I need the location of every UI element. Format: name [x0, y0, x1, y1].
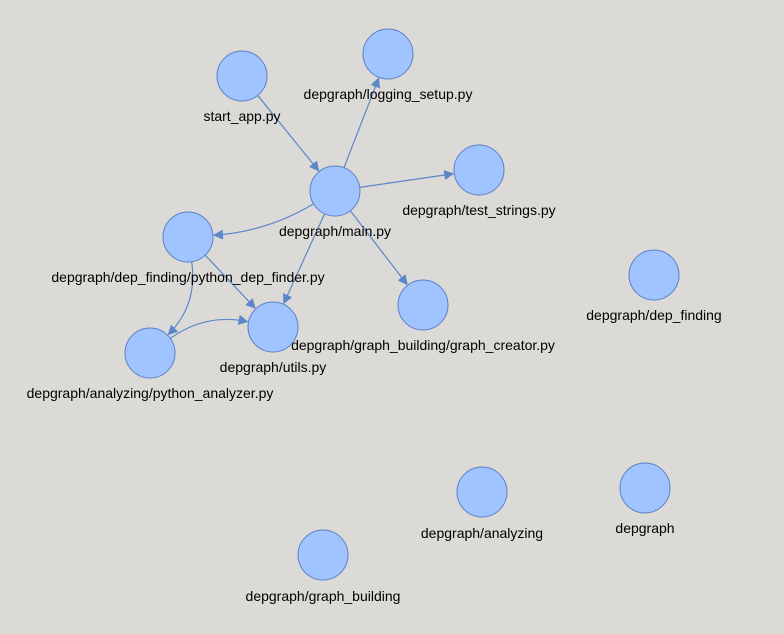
graph-node-graph-building[interactable]: depgraph/graph_building	[246, 529, 401, 604]
node-circle[interactable]	[124, 327, 176, 379]
graph-node-utils[interactable]: depgraph/utils.py	[220, 301, 327, 375]
edge-main-to-python_dep_finder	[212, 203, 314, 240]
node-label: depgraph/logging_setup.py	[304, 86, 473, 102]
node-circle[interactable]	[297, 529, 349, 581]
node-label: start_app.py	[203, 108, 280, 124]
edge-start_app-to-main	[257, 95, 320, 172]
graph-node-python-dep-finder[interactable]: depgraph/dep_finding/python_dep_finder.p…	[51, 211, 325, 285]
node-circle[interactable]	[362, 28, 414, 80]
graph-node-analyzing[interactable]: depgraph/analyzing	[421, 466, 543, 541]
node-circle[interactable]	[628, 249, 680, 301]
node-circle[interactable]	[456, 466, 508, 518]
edge-main-to-graph_creator	[349, 210, 408, 286]
graph-node-dep-finding[interactable]: depgraph/dep_finding	[586, 249, 722, 323]
node-circle[interactable]	[309, 165, 361, 217]
node-label: depgraph/graph_building	[246, 588, 401, 604]
edge-main-to-logging_setup	[343, 77, 381, 168]
node-circle[interactable]	[247, 301, 299, 353]
node-circle[interactable]	[216, 50, 268, 102]
node-label: depgraph/analyzing	[421, 525, 543, 541]
edge-python_dep_finder-to-python_analyzer	[167, 261, 194, 336]
graph-node-logging-setup[interactable]: depgraph/logging_setup.py	[304, 28, 473, 102]
graph-node-python-analyzer[interactable]: depgraph/analyzing/python_analyzer.py	[27, 327, 274, 401]
node-label: depgraph/graph_building/graph_creator.py	[291, 337, 555, 353]
node-label: depgraph/analyzing/python_analyzer.py	[27, 385, 274, 401]
graph-node-graph-creator[interactable]: depgraph/graph_building/graph_creator.py	[291, 279, 555, 353]
graph-node-depgraph[interactable]: depgraph	[615, 462, 675, 536]
node-circle[interactable]	[619, 462, 671, 514]
graph-node-test-strings[interactable]: depgraph/test_strings.py	[402, 144, 556, 218]
edge-python_dep_finder-to-utils	[204, 254, 256, 309]
node-label: depgraph/utils.py	[220, 359, 327, 375]
edge-main-to-utils	[282, 213, 326, 305]
node-circle[interactable]	[453, 144, 505, 196]
node-label: depgraph	[615, 520, 674, 536]
graph-node-start-app[interactable]: start_app.py	[203, 50, 281, 124]
graph-node-main[interactable]: depgraph/main.py	[279, 165, 391, 239]
node-circle[interactable]	[162, 211, 214, 263]
edge-python_analyzer-to-utils	[169, 314, 249, 339]
node-label: depgraph/dep_finding	[586, 307, 721, 323]
node-label: depgraph/main.py	[279, 223, 391, 239]
node-label: depgraph/test_strings.py	[402, 202, 555, 218]
node-label: depgraph/dep_finding/python_dep_finder.p…	[51, 269, 324, 285]
node-circle[interactable]	[397, 279, 449, 331]
edge-main-to-test_strings	[359, 170, 455, 188]
